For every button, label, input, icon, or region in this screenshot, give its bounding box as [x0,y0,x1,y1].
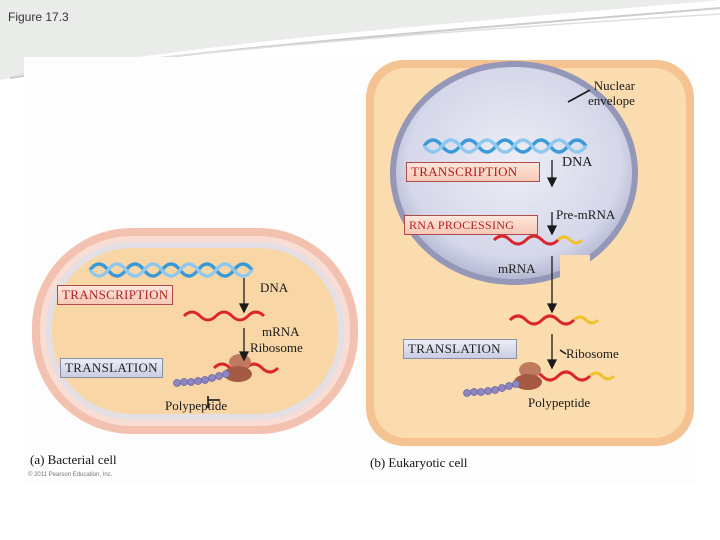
nuclear-envelope-label: Nuclear envelope [588,78,635,108]
pre-mrna-label: Pre-mRNA [556,207,616,222]
rna-processing-label: RNA PROCESSING [404,215,538,235]
eukaryotic-mrna-label: mRNA [498,261,536,276]
eukaryotic-translation-label: TRANSLATION [403,339,517,359]
bacterial-polypeptide-label: Polypeptide [165,398,228,413]
eukaryotic-transcription-label: TRANSCRIPTION [406,162,540,182]
eukaryotic-ribosome-label: Ribosome [566,346,619,361]
mrna-tail [572,315,600,325]
bacterial-polypeptide [173,370,230,387]
bacterial-cell-caption: (a) Bacterial cell [30,452,117,467]
bacterial-dna-helix [88,262,254,278]
eukaryotic-dna-helix [422,138,588,154]
pre-mrna-tail [556,235,584,245]
figure-title: Figure 17.3 [8,10,69,24]
eukaryotic-ribosome [514,362,542,390]
nuclear-envelope-line2: envelope [588,93,635,108]
eukaryotic-polypeptide-label: Polypeptide [528,395,591,410]
eukaryotic-dna-label: DNA [562,155,593,170]
eukaryotic-pre-mrna [492,234,560,246]
eukaryotic-polypeptide [463,380,520,397]
pointer-lines [207,89,591,408]
nuclear-envelope-line1: Nuclear [593,78,635,93]
copyright-notice: © 2011 Pearson Education, Inc. [28,472,113,478]
bacterial-translation-label: TRANSLATION [60,358,163,378]
bacterial-dna-label: DNA [260,280,289,295]
eukaryotic-cell-caption: (b) Eukaryotic cell [370,455,468,470]
bacterial-mrna-label: mRNA [262,324,300,339]
bacterial-transcription-label: TRANSCRIPTION [57,285,174,305]
ribosome-mrna-tail [588,371,616,381]
bacterial-ribosome-label: Ribosome [250,340,303,355]
eukaryotic-mrna [508,314,576,326]
flow-arrows [238,160,558,370]
bacterial-mrna-strand [182,310,266,322]
